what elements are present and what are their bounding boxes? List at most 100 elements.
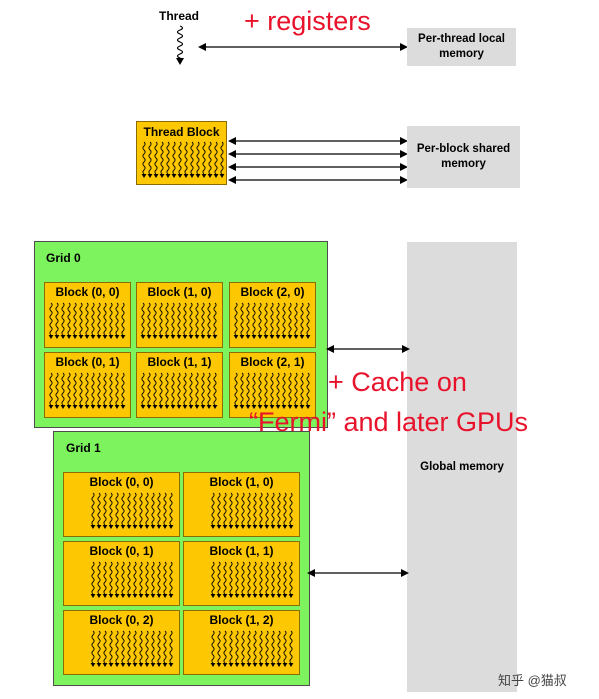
thread-wave <box>148 141 152 175</box>
thread-wave <box>145 492 149 526</box>
thread-arrowhead <box>114 405 120 409</box>
block-title: Block (0, 0) <box>55 285 120 299</box>
thread-arrowhead <box>234 525 240 529</box>
thread-arrowhead <box>168 525 174 529</box>
shared-arrowhead-left <box>228 137 236 145</box>
thread-arrowhead <box>282 663 288 667</box>
thread-wave <box>289 561 293 595</box>
thread-wave <box>127 561 131 595</box>
thread-arrowhead <box>140 405 146 409</box>
shared-arrowhead-left <box>228 150 236 158</box>
thread-wave <box>253 492 257 526</box>
thread-wave <box>282 372 286 406</box>
thread-arrowhead <box>182 405 188 409</box>
thread-wave <box>91 492 95 526</box>
thread-arrowhead <box>210 525 216 529</box>
thread-wave <box>265 630 269 664</box>
thread-wave <box>153 302 157 336</box>
thread-arrowhead <box>251 335 257 339</box>
thread-wave <box>109 372 113 406</box>
thread-arrowhead <box>293 405 299 409</box>
thread-wave <box>195 372 199 406</box>
thread-wave <box>91 630 95 664</box>
thread-wave <box>133 630 137 664</box>
thread-arrowhead <box>194 335 200 339</box>
thread-arrowhead <box>182 335 188 339</box>
thread-arrowhead <box>257 405 263 409</box>
thread-arrowhead <box>114 663 120 667</box>
thread-arrowhead <box>138 525 144 529</box>
grid-0-block-0-1: Block (0, 1) <box>44 352 131 418</box>
thread-wave <box>189 372 193 406</box>
thread-wave <box>252 302 256 336</box>
thread-wave <box>217 492 221 526</box>
thread-arrowhead <box>270 525 276 529</box>
thread-wave <box>121 372 125 406</box>
thread-wave <box>103 372 107 406</box>
thread-wave <box>229 630 233 664</box>
thread-arrowhead <box>270 663 276 667</box>
thread-arrowhead <box>210 663 216 667</box>
thread-block-label: Thread Block <box>143 125 220 139</box>
thread-wave <box>241 561 245 595</box>
block-title: Block (1, 0) <box>147 285 212 299</box>
thread-arrowhead <box>234 594 240 598</box>
thread-arrowhead <box>228 594 234 598</box>
thread-arrowhead <box>176 405 182 409</box>
thread-wave <box>151 561 155 595</box>
thread-wave <box>253 561 257 595</box>
thread-wave <box>103 302 107 336</box>
shared-arrowhead-left <box>228 176 236 184</box>
grid-1-block-0-1: Block (0, 1) <box>63 541 180 606</box>
block-title: Block (0, 1) <box>89 544 154 558</box>
thread-wave <box>115 561 119 595</box>
thread-arrowhead <box>150 663 156 667</box>
thread-arrowhead <box>102 335 108 339</box>
thread-arrowhead <box>165 174 171 178</box>
grid-0-title: Grid 0 <box>46 251 81 265</box>
thread-arrowhead <box>264 525 270 529</box>
thread-wave <box>103 561 107 595</box>
thread-arrowhead <box>222 525 228 529</box>
thread-wave <box>172 141 176 175</box>
thread-wave <box>109 630 113 664</box>
thread-wave <box>289 492 293 526</box>
thread-arrowhead <box>258 594 264 598</box>
block-title: Block (1, 1) <box>209 544 274 558</box>
thread-wave <box>121 630 125 664</box>
thread-arrowhead <box>156 594 162 598</box>
thread-wave <box>211 492 215 526</box>
thread-arrowhead <box>293 335 299 339</box>
thread-arrowhead <box>138 594 144 598</box>
thread-arrowhead <box>144 663 150 667</box>
thread-arrowhead <box>138 663 144 667</box>
thread-arrowhead <box>54 405 60 409</box>
thread-wave <box>277 492 281 526</box>
thread-arrowhead <box>120 335 126 339</box>
thread-arrowhead <box>90 335 96 339</box>
thread-wave <box>306 302 310 336</box>
thread-arrowhead <box>177 174 183 178</box>
thread-arrowhead <box>239 405 245 409</box>
thread-label: Thread <box>159 9 200 23</box>
grid-1-block-1-0: Block (1, 0) <box>183 472 300 537</box>
thread-arrowhead <box>281 335 287 339</box>
thread-arrowhead <box>114 594 120 598</box>
thread-arrowhead <box>162 525 168 529</box>
thread-wave <box>178 141 182 175</box>
thread-wave <box>282 302 286 336</box>
thread-wave <box>265 492 269 526</box>
thread-wave <box>240 372 244 406</box>
thread-wave <box>169 492 173 526</box>
thread-wave <box>169 561 173 595</box>
thread-wave <box>246 372 250 406</box>
per-thread-local-memory: Per-thread local memory <box>407 28 516 66</box>
thread-wave <box>91 372 95 406</box>
thread-arrowhead <box>162 594 168 598</box>
thread-arrowhead <box>158 335 164 339</box>
thread-arrowhead <box>210 594 216 598</box>
thread-arrowhead <box>140 335 146 339</box>
thread-arrowhead <box>264 594 270 598</box>
thread-arrowhead <box>162 663 168 667</box>
thread-wave <box>73 302 77 336</box>
